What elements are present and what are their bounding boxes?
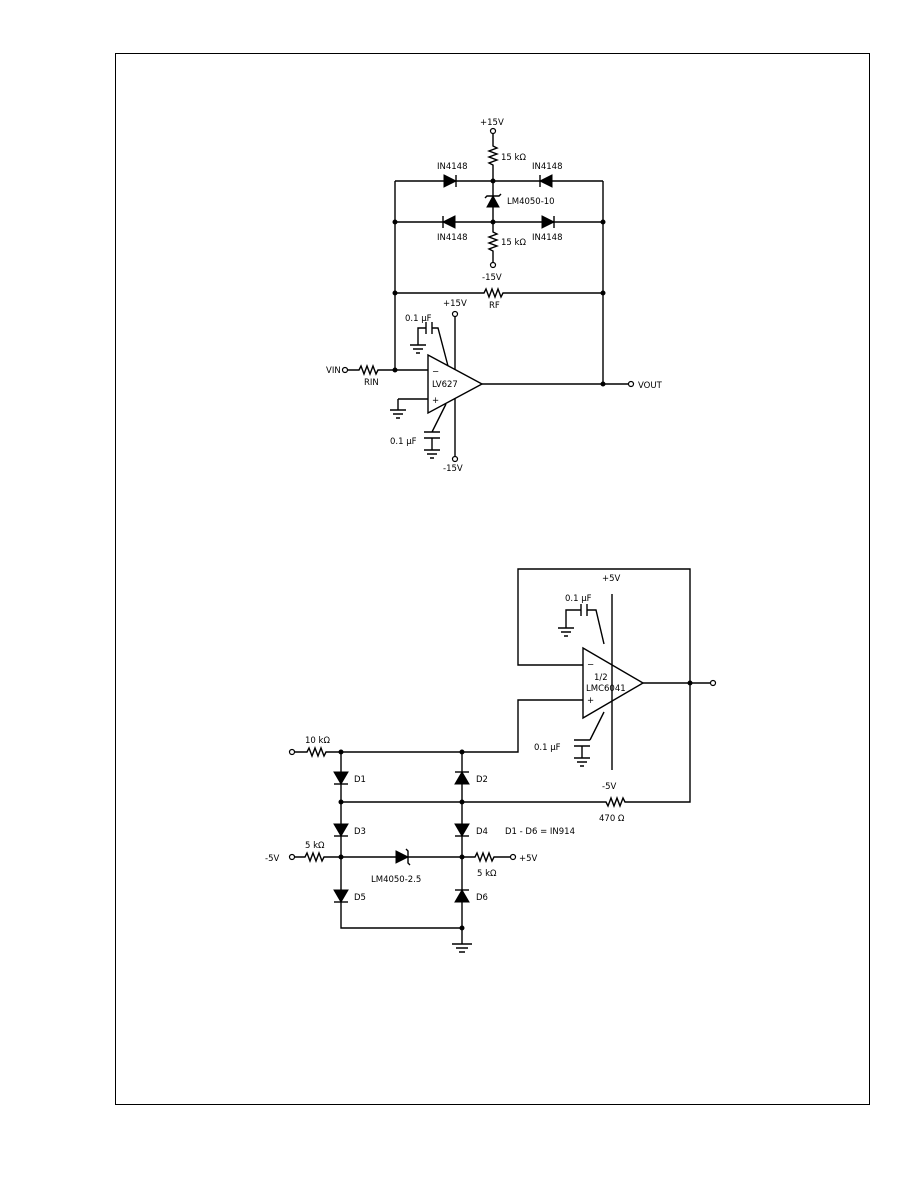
resistor-5k-left (295, 851, 462, 863)
terminal-minus5 (288, 853, 296, 861)
diode-d3 (333, 823, 349, 837)
label-cap2-top: 0.1 μF (565, 594, 592, 604)
terminal-opamp-plus15 (451, 310, 459, 318)
circuit-2: +5V − + 1/2 LMC6041 0.1 μF 0.1 μF -5V 47… (265, 568, 717, 953)
diode-d2 (454, 771, 470, 785)
cap-top (417, 322, 449, 367)
terminal-plus15-top (489, 127, 497, 135)
opamp2-plus: + (587, 696, 594, 706)
label-supply-bottom-ref: -15V (482, 273, 502, 283)
label-rf: RF (489, 301, 500, 311)
nodes-circuit-2 (338, 749, 465, 931)
terminal-output2 (709, 679, 717, 687)
opamp-plus: + (432, 396, 439, 406)
label-opamp: LV627 (432, 380, 458, 390)
zener-lm4050-2-5 (395, 850, 410, 864)
label-r-bottom: 15 kΩ (501, 238, 526, 248)
diode-d4 (454, 823, 470, 837)
ground-cap2-top (558, 627, 574, 637)
diode-top-left (443, 174, 458, 188)
opamp2-minus: − (587, 660, 594, 670)
label-diode-note: D1 - D6 = IN914 (505, 827, 575, 837)
resistor-5k-right (462, 851, 510, 863)
diode-mid-right (541, 215, 556, 229)
label-d6: D6 (476, 893, 488, 903)
diode-d5 (333, 889, 349, 903)
resistor-15k-top (487, 134, 499, 181)
resistor-rf (395, 287, 603, 299)
label-opamp2-line2: LMC6041 (586, 684, 626, 694)
label-opamp-supply-top: +15V (443, 299, 467, 309)
label-vin: VIN (326, 366, 341, 376)
wire-feedback-box (517, 568, 691, 683)
page-frame (115, 53, 870, 1105)
resistor-470 (341, 683, 691, 808)
resistor-10k (295, 746, 341, 758)
wire-plus-input (341, 699, 583, 753)
label-c2-supply-bottom: -5V (602, 782, 616, 792)
label-r-fb: 470 Ω (599, 814, 625, 824)
diode-d6 (454, 889, 470, 903)
label-supply-top: +15V (480, 118, 504, 128)
diode-d1 (333, 771, 349, 785)
label-r-top: 15 kΩ (501, 153, 526, 163)
label-cap-top: 0.1 μF (405, 314, 432, 324)
circuit-1: +15V 15 kΩ IN4148 IN4148 LM4050-10 IN414… (326, 118, 663, 474)
label-r-left: 5 kΩ (305, 841, 325, 851)
label-d-top-right: IN4148 (532, 162, 563, 172)
label-d2: D2 (476, 775, 488, 785)
label-rin: RIN (364, 378, 379, 388)
label-d5: D5 (354, 893, 366, 903)
label-d-mid-right: IN4148 (532, 233, 563, 243)
label-d3: D3 (354, 827, 366, 837)
label-zener: LM4050-10 (507, 197, 555, 207)
label-d-mid-left: IN4148 (437, 233, 468, 243)
terminal-vin (341, 366, 349, 374)
label-d1: D1 (354, 775, 366, 785)
label-opamp2-line1: 1/2 (594, 673, 608, 683)
zener-lm4050-10 (486, 194, 500, 208)
label-zener2: LM4050-2.5 (371, 875, 421, 885)
label-opamp-supply-bottom: -15V (443, 464, 463, 474)
terminal-plus5 (509, 853, 517, 861)
label-d-top-left: IN4148 (437, 162, 468, 172)
label-c2-supply-top: +5V (602, 574, 621, 584)
cap2-top (565, 604, 605, 645)
opamp-minus: − (432, 367, 439, 377)
terminal-input2 (288, 748, 296, 756)
ground-cap-top (410, 344, 426, 354)
ground-plus-input (390, 398, 428, 419)
resistor-15k-bottom (487, 222, 499, 262)
terminal-opamp-minus15 (451, 455, 459, 463)
label-cap-bottom: 0.1 μF (390, 437, 417, 447)
label-vout: VOUT (638, 381, 663, 391)
label-d4: D4 (476, 827, 488, 837)
terminal-vout (627, 380, 635, 388)
label-v-right: +5V (519, 854, 538, 864)
label-r-in: 10 kΩ (305, 736, 330, 746)
cap-bottom (424, 403, 447, 459)
label-cap2-bottom: 0.1 μF (534, 743, 561, 753)
label-r-right: 5 kΩ (477, 869, 497, 879)
diode-mid-left (441, 215, 456, 229)
cap2-bottom (574, 711, 605, 767)
ground-bottom (452, 943, 472, 953)
terminal-minus15-ref (489, 261, 497, 269)
resistor-rin (348, 364, 428, 376)
opamp-lmc6041 (582, 646, 645, 720)
label-v-left: -5V (265, 854, 279, 864)
diode-top-right (538, 174, 553, 188)
wire-left-column (340, 752, 462, 929)
